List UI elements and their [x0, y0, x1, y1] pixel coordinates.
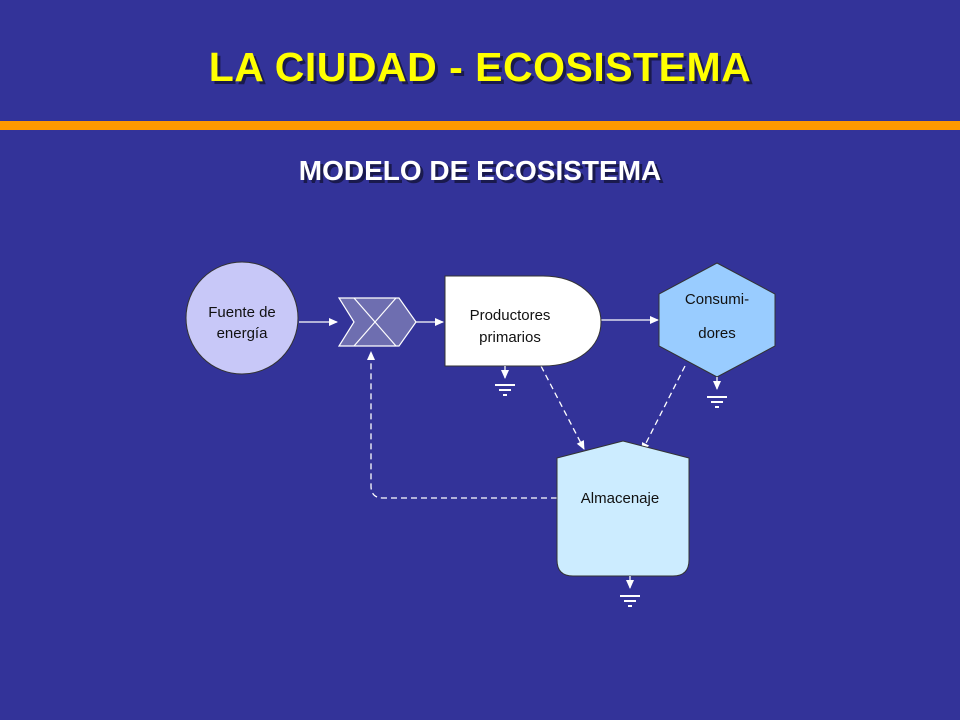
- energy-source-label-line2: energía: [217, 325, 269, 342]
- consumers-to-storage-arrow: [641, 365, 686, 452]
- energy-source-shape: [185, 261, 299, 375]
- producers-shape: [444, 275, 602, 367]
- storage-heat-sink: [620, 576, 640, 607]
- producers-to-storage-arrow: [540, 365, 585, 450]
- energy-source-label-line1: Fuente de: [208, 304, 276, 321]
- producers-heat-sink: [495, 366, 515, 396]
- consumers-heat-sink: [707, 377, 727, 408]
- producers-label-line2: primarios: [479, 329, 541, 346]
- energy-source-node: Fuente de energía: [185, 261, 299, 375]
- title-divider: [0, 121, 960, 130]
- interaction-node: [337, 297, 417, 347]
- storage-label: Almacenaje: [581, 490, 659, 507]
- storage-node: Almacenaje: [556, 440, 690, 577]
- slide-subtitle: MODELO DE ECOSISTEMA: [298, 155, 662, 186]
- producers-label-line1: Productores: [470, 307, 551, 324]
- storage-feedback-arrow: [367, 351, 557, 499]
- interaction-cross-line-b: [353, 297, 397, 347]
- consumers-label-line1: Consumi-: [685, 291, 749, 308]
- consumers-shape: [658, 262, 776, 378]
- consumers-label-line2: dores: [698, 325, 736, 342]
- interaction-shape: [337, 297, 417, 347]
- storage-shape: [556, 440, 690, 577]
- consumers-node: Consumi- dores: [658, 262, 776, 378]
- slide-title: LA CIUDAD - ECOSISTEMA: [208, 44, 752, 90]
- producers-node: Productores primarios: [444, 275, 602, 367]
